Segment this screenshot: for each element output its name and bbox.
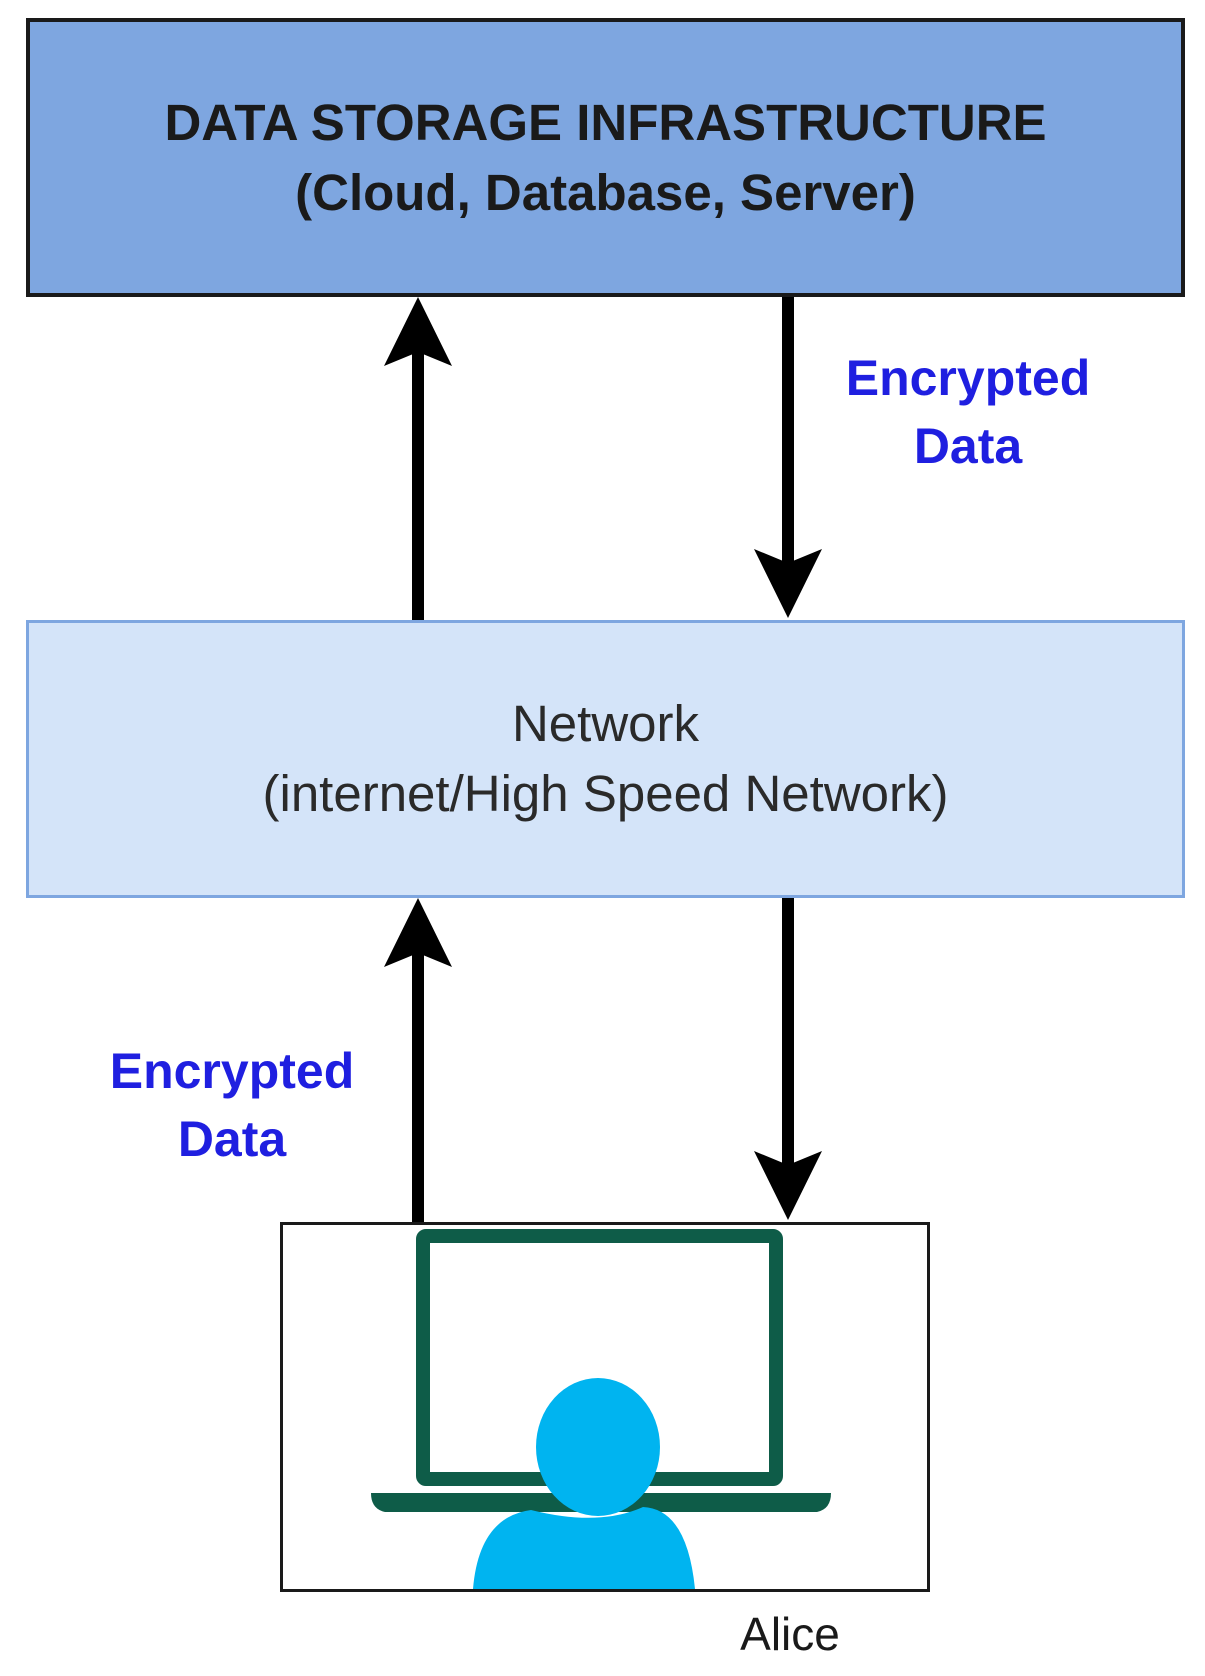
user-name-label: Alice <box>740 1608 840 1660</box>
arrow-storage-to-network <box>754 297 822 618</box>
user-laptop-icon <box>371 1229 831 1589</box>
storage-title: DATA STORAGE INFRASTRUCTURE <box>164 93 1047 151</box>
encrypted-data-label-left: Encrypted Data <box>72 1037 392 1173</box>
encrypted-label-line1: Encrypted <box>109 1043 355 1099</box>
arrow-user-to-network <box>384 898 452 1222</box>
network-subtitle: (internet/High Speed Network) <box>262 765 949 822</box>
encrypted-data-label-right: Encrypted Data <box>808 344 1128 480</box>
network-title: Network <box>511 695 700 752</box>
encrypted-label-line2: Data <box>177 1111 287 1167</box>
arrow-network-to-storage <box>384 297 452 620</box>
person-head-icon <box>536 1378 660 1516</box>
encrypted-label-line1: Encrypted <box>845 350 1091 406</box>
person-body-icon <box>473 1507 695 1589</box>
storage-subtitle: (Cloud, Database, Server) <box>295 163 916 221</box>
arrow-network-to-user <box>754 898 822 1220</box>
user-box <box>280 1222 930 1592</box>
storage-box: DATA STORAGE INFRASTRUCTURE (Cloud, Data… <box>26 18 1185 297</box>
encrypted-label-line2: Data <box>913 418 1023 474</box>
network-box: Network (internet/High Speed Network) <box>26 620 1185 898</box>
